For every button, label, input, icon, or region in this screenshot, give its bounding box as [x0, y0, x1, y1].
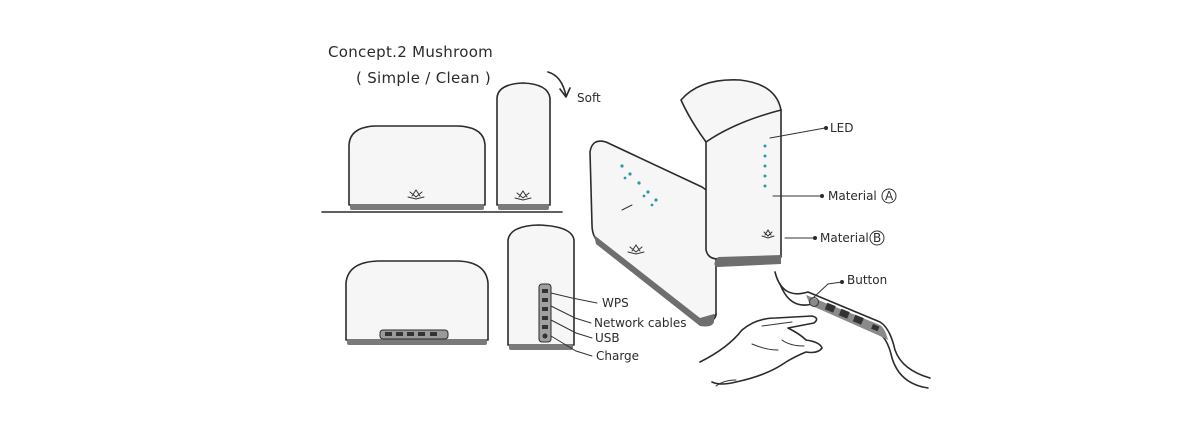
- label-material-a-mark: A: [885, 189, 894, 203]
- led-strip: [763, 144, 767, 188]
- concept-subtitle: ( Simple / Clean ): [356, 69, 491, 87]
- side-port-column: [538, 283, 552, 343]
- lotus-logo-icon: [761, 229, 775, 239]
- label-soft: Soft: [577, 91, 601, 105]
- closeup-port-panel: [774, 271, 931, 389]
- concept-title: Concept.2 Mushroom: [328, 43, 493, 61]
- mark-a-circle: [881, 188, 897, 204]
- label-material-b: Material: [820, 231, 869, 245]
- port-callouts: [550, 292, 598, 357]
- front-view-device: [348, 125, 486, 210]
- hand-illustration: [699, 315, 823, 387]
- label-material-b-mark: B: [873, 231, 881, 245]
- curved-arrow-icon: [547, 71, 571, 98]
- callout-led: [769, 127, 826, 139]
- lotus-logo-icon: [407, 189, 425, 200]
- label-wps: WPS: [602, 296, 629, 310]
- label-charge: Charge: [596, 349, 639, 363]
- lotus-logo-icon: [514, 190, 532, 201]
- perspective-device-standing: [680, 79, 782, 267]
- port-row: [379, 329, 449, 340]
- side-view-device: [496, 82, 551, 210]
- label-material-a: Material: [828, 189, 877, 203]
- callout-button: [813, 281, 843, 298]
- label-network-cables: Network cables: [594, 316, 686, 330]
- back-view-device: [345, 260, 489, 345]
- label-button: Button: [847, 273, 887, 287]
- lotus-logo-icon: [627, 244, 645, 255]
- label-led: LED: [830, 121, 854, 135]
- label-usb: USB: [595, 331, 620, 345]
- side-back-view-device: [507, 224, 575, 350]
- mark-b-circle: [869, 230, 885, 246]
- led-dots: [620, 164, 658, 207]
